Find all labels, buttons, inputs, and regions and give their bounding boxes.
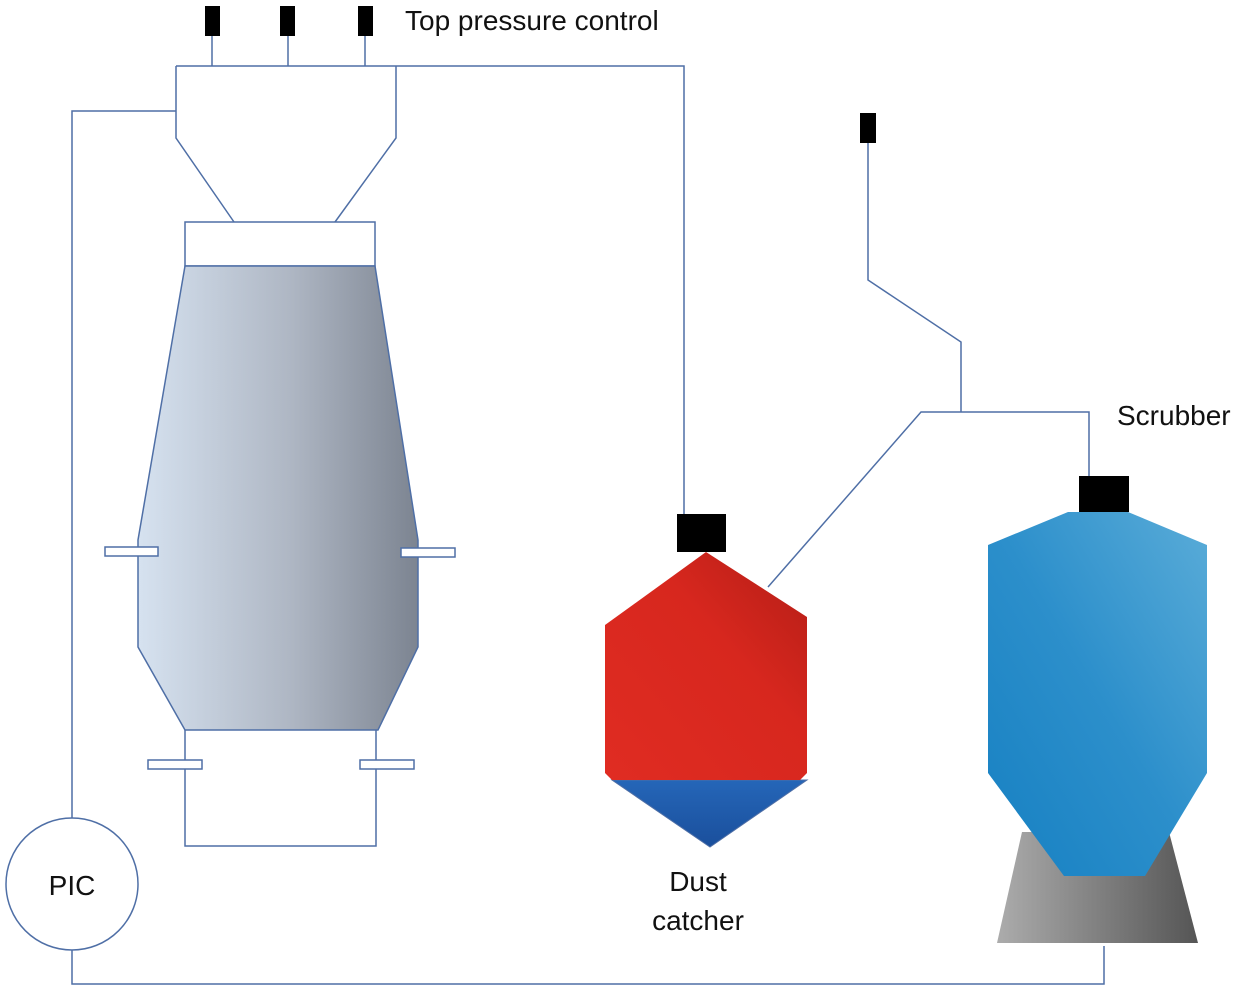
tuyere-right: [400, 547, 456, 558]
pic-label: PIC: [49, 870, 96, 901]
tuyere-left: [104, 546, 159, 557]
dust-catcher-cone: [610, 779, 809, 848]
taphole-left: [147, 759, 203, 770]
pic-signal-line: [71, 110, 176, 818]
scrubber-label: Scrubber: [1117, 400, 1231, 431]
top-pressure-control-label: Top pressure control: [405, 5, 659, 36]
valve-icon: [205, 6, 220, 36]
pic-controller: PIC: [5, 817, 139, 951]
valves: [205, 6, 876, 143]
scrubber-body: [988, 512, 1207, 876]
furnace-bottom-loop: [184, 730, 377, 847]
dust-catcher-label-line2: catcher: [652, 905, 744, 936]
dust-catcher-inlet: [677, 514, 726, 552]
furnace-top-hopper-right: [334, 66, 397, 223]
furnace-body: [137, 265, 419, 731]
valve-icon: [280, 6, 295, 36]
pic-circle: [5, 817, 139, 951]
furnace: [104, 221, 456, 770]
pic-return-line: [71, 946, 1105, 985]
dust-to-scrubber-pipe: [767, 411, 1090, 588]
vent-valve-icon: [860, 113, 876, 143]
scrubber: [988, 476, 1207, 943]
furnace-throat: [184, 221, 376, 267]
dust-catcher-label-line1: Dust: [669, 866, 727, 897]
dust-catcher-body: [605, 552, 807, 780]
top-header-pipe: [176, 65, 685, 515]
vent-pipe: [867, 143, 962, 412]
pipes: [71, 36, 1105, 985]
scrubber-inlet: [1079, 476, 1129, 512]
valve-icon: [358, 6, 373, 36]
furnace-top-hopper: [175, 66, 235, 223]
dust-catcher: [605, 514, 809, 848]
taphole-right: [359, 759, 415, 770]
